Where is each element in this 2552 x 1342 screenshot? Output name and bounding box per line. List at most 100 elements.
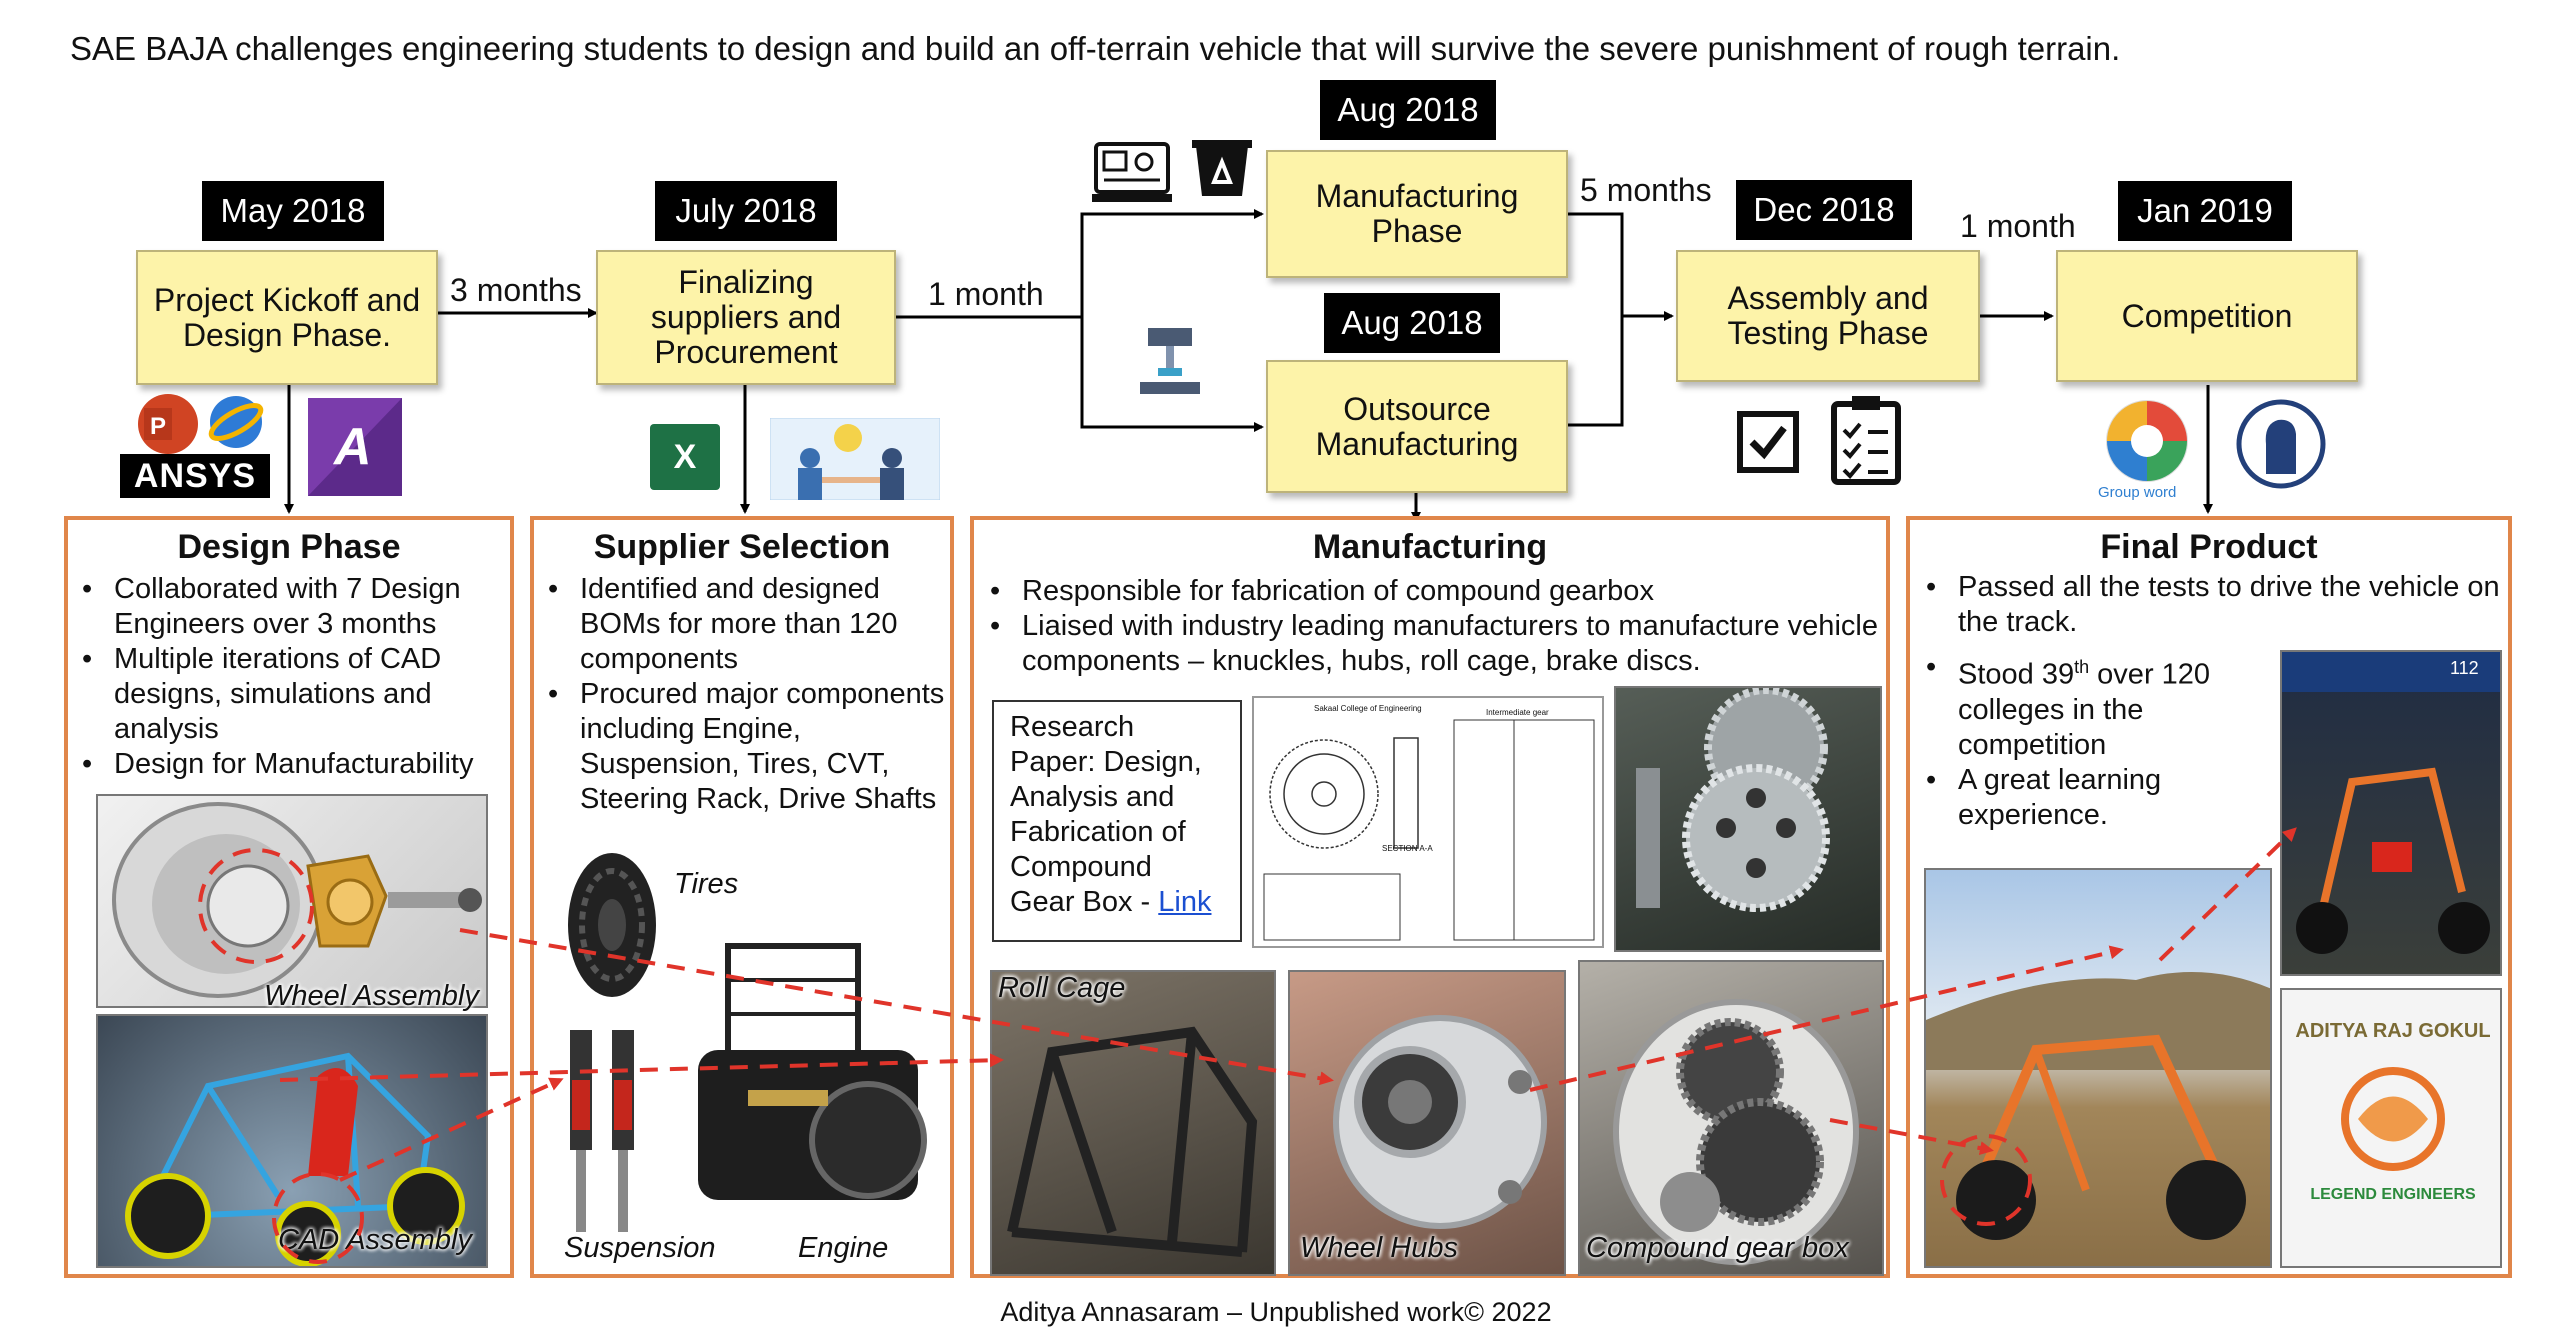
press-machine-icon [1140, 328, 1200, 394]
tires-caption: Tires [674, 868, 739, 900]
cad-assembly-caption: CAD Assembly [278, 1224, 472, 1256]
phase-assembly: Assembly and Testing Phase [1676, 250, 1980, 382]
final-bullets-top: Passed all the tests to drive the vehicl… [1926, 570, 2506, 640]
design-bullet: Multiple iterations of CAD designs, simu… [82, 642, 502, 747]
group-word-label: Group word [2098, 484, 2177, 501]
gear-drawing-image: Sakaal College of Engineering Intermedia… [1252, 696, 1604, 948]
suspension-caption: Suspension [564, 1232, 716, 1264]
roll-cage-caption: Roll Cage [998, 972, 1126, 1004]
final-product-panel: Final Product Passed all the tests to dr… [1906, 516, 2512, 1278]
compound-gearbox-caption: Compound gear box [1586, 1232, 1849, 1264]
svg-text:A: A [332, 418, 372, 476]
phase-outsource: Outsource Manufacturing [1266, 360, 1568, 493]
final-bullet: Passed all the tests to drive the vehicl… [1926, 570, 2506, 640]
ansys-logo: ANSYS [120, 454, 270, 498]
phase-suppliers: Finalizing suppliers and Procurement [596, 250, 896, 385]
drawing-section-label: SECTION A-A [1382, 844, 1433, 853]
duration-3-months: 3 months [450, 272, 582, 308]
legend-engineers-logo-icon [2341, 1067, 2445, 1171]
date-competition: Jan 2019 [2118, 181, 2292, 241]
phase-manufacturing: Manufacturing Phase [1266, 150, 1568, 278]
final-rank-pre: Stood 39 [1958, 658, 2075, 691]
clipboard-icon [1831, 396, 1901, 485]
arrow-to-outsource [1080, 317, 1264, 432]
gears-photo-icon [1636, 688, 1830, 912]
wheel-assembly-image [96, 794, 488, 1008]
manufacturing-bullet: Liaised with industry leading manufactur… [990, 609, 1880, 679]
manufacturing-panel-title: Manufacturing [1312, 528, 1548, 566]
date-outsource: Aug 2018 [1324, 293, 1500, 353]
team-shirt-photo: ADITYA RAJ GOKUL LEGEND ENGINEERS [2280, 988, 2502, 1268]
design-panel-title: Design Phase [177, 528, 401, 566]
handshake-illustration-icon [770, 418, 940, 500]
footer-copyright: Aditya Annasaram – Unpublished work© 202… [1000, 1297, 1552, 1327]
wheel-hubs-photo [1288, 970, 1566, 1276]
research-paper-box: Research Paper: Design, Analysis and Fab… [992, 700, 1242, 942]
manufacturing-panel: Manufacturing Responsible for fabricatio… [970, 516, 1890, 1278]
wheel-assembly-caption: Wheel Assembly [264, 980, 479, 1012]
buggy-track-icon [1926, 972, 2270, 1240]
wheel-hub-icon [1333, 1015, 1547, 1229]
research-paper-text: Research Paper: Design, Analysis and Fab… [1010, 711, 1202, 918]
night-photo-number: 112 [2450, 658, 2479, 678]
date-manufacturing: Aug 2018 [1320, 80, 1496, 140]
gearbox-icon [1613, 999, 1859, 1265]
supplier-bullet: Identified and designed BOMs for more th… [548, 572, 952, 677]
suspension-image-icon [570, 1030, 634, 1232]
supplier-panel: Supplier Selection Identified and design… [530, 516, 954, 1278]
shirt-name-label: ADITYA RAJ GOKUL [2295, 1020, 2491, 1042]
gears-photo [1614, 686, 1882, 952]
final-rank-sup: th [2074, 657, 2090, 677]
arrow-manufacturing-merge [1568, 212, 1624, 427]
engine-image-icon [698, 943, 927, 1200]
cnc-machine-icon [1092, 142, 1172, 202]
duration-1-month-a: 1 month [928, 276, 1044, 312]
research-paper-link[interactable]: Link [1158, 886, 1212, 918]
date-assembly: Dec 2018 [1736, 180, 1912, 240]
date-kickoff: May 2018 [202, 181, 384, 241]
night-photo-banner [2282, 652, 2500, 692]
phase-outsource-label: Outsource Manufacturing [1315, 390, 1519, 462]
phase-kickoff-label: Project Kickoff and Design Phase. [153, 281, 421, 353]
final-bullet: A great learning experience. [1926, 763, 2266, 833]
svg-text:P: P [150, 413, 166, 440]
roll-cage-frame-icon [1007, 1026, 1258, 1257]
drawing-table-title: Intermediate gear [1486, 708, 1549, 717]
recycle-bin-icon [1192, 140, 1252, 196]
manufacturing-bullets: Responsible for fabrication of compound … [990, 574, 1880, 679]
duration-5-months: 5 months [1580, 172, 1712, 208]
phase-manufacturing-label: Manufacturing Phase [1315, 178, 1519, 249]
globe-logo-icon [208, 396, 264, 448]
phase-assembly-label: Assembly and Testing Phase [1727, 280, 1929, 351]
phase-kickoff: Project Kickoff and Design Phase. [136, 250, 438, 385]
phase-competition: Competition [2056, 250, 2358, 382]
duration-1-month-b: 1 month [1960, 208, 2076, 244]
buggy-track-photo [1924, 868, 2272, 1268]
headline: SAE BAJA challenges engineering students… [70, 30, 2121, 67]
tire-image-icon [568, 853, 656, 997]
final-bullets-bottom: Stood 39th over 120 colleges in the comp… [1926, 650, 2266, 833]
fist-logo-icon [2236, 399, 2326, 489]
date-suppliers: July 2018 [655, 181, 837, 241]
supplier-bullets: Identified and designed BOMs for more th… [548, 572, 952, 817]
final-bullet: Stood 39th over 120 colleges in the comp… [1926, 650, 2266, 763]
roll-cage-photo [990, 970, 1276, 1276]
checkbox-icon [1737, 411, 1799, 473]
wheel-assembly-render-icon [112, 802, 482, 998]
design-bullets: Collaborated with 7 Design Engineers ove… [82, 572, 502, 782]
shirt-team-label: LEGEND ENGINEERS [2310, 1186, 2476, 1203]
compound-gearbox-photo [1578, 960, 1884, 1276]
phase-suppliers-label: Finalizing suppliers and Procurement [650, 264, 842, 370]
supplier-panel-title: Supplier Selection [593, 528, 891, 566]
buggy-night-icon [2296, 767, 2490, 954]
engine-caption: Engine [798, 1232, 889, 1264]
wheel-hubs-caption: Wheel Hubs [1300, 1232, 1458, 1264]
powerpoint-logo-icon: P [138, 394, 198, 454]
buggy-night-photo: 112 [2280, 650, 2502, 976]
phase-competition-label: Competition [2121, 297, 2293, 334]
excel-logo: X [650, 424, 720, 490]
drawing-college-label: Sakaal College of Engineering [1314, 704, 1422, 713]
manufacturing-bullet: Responsible for fabrication of compound … [990, 574, 1880, 609]
final-product-panel-title: Final Product [2100, 528, 2318, 566]
design-bullet: Collaborated with 7 Design Engineers ove… [82, 572, 502, 642]
